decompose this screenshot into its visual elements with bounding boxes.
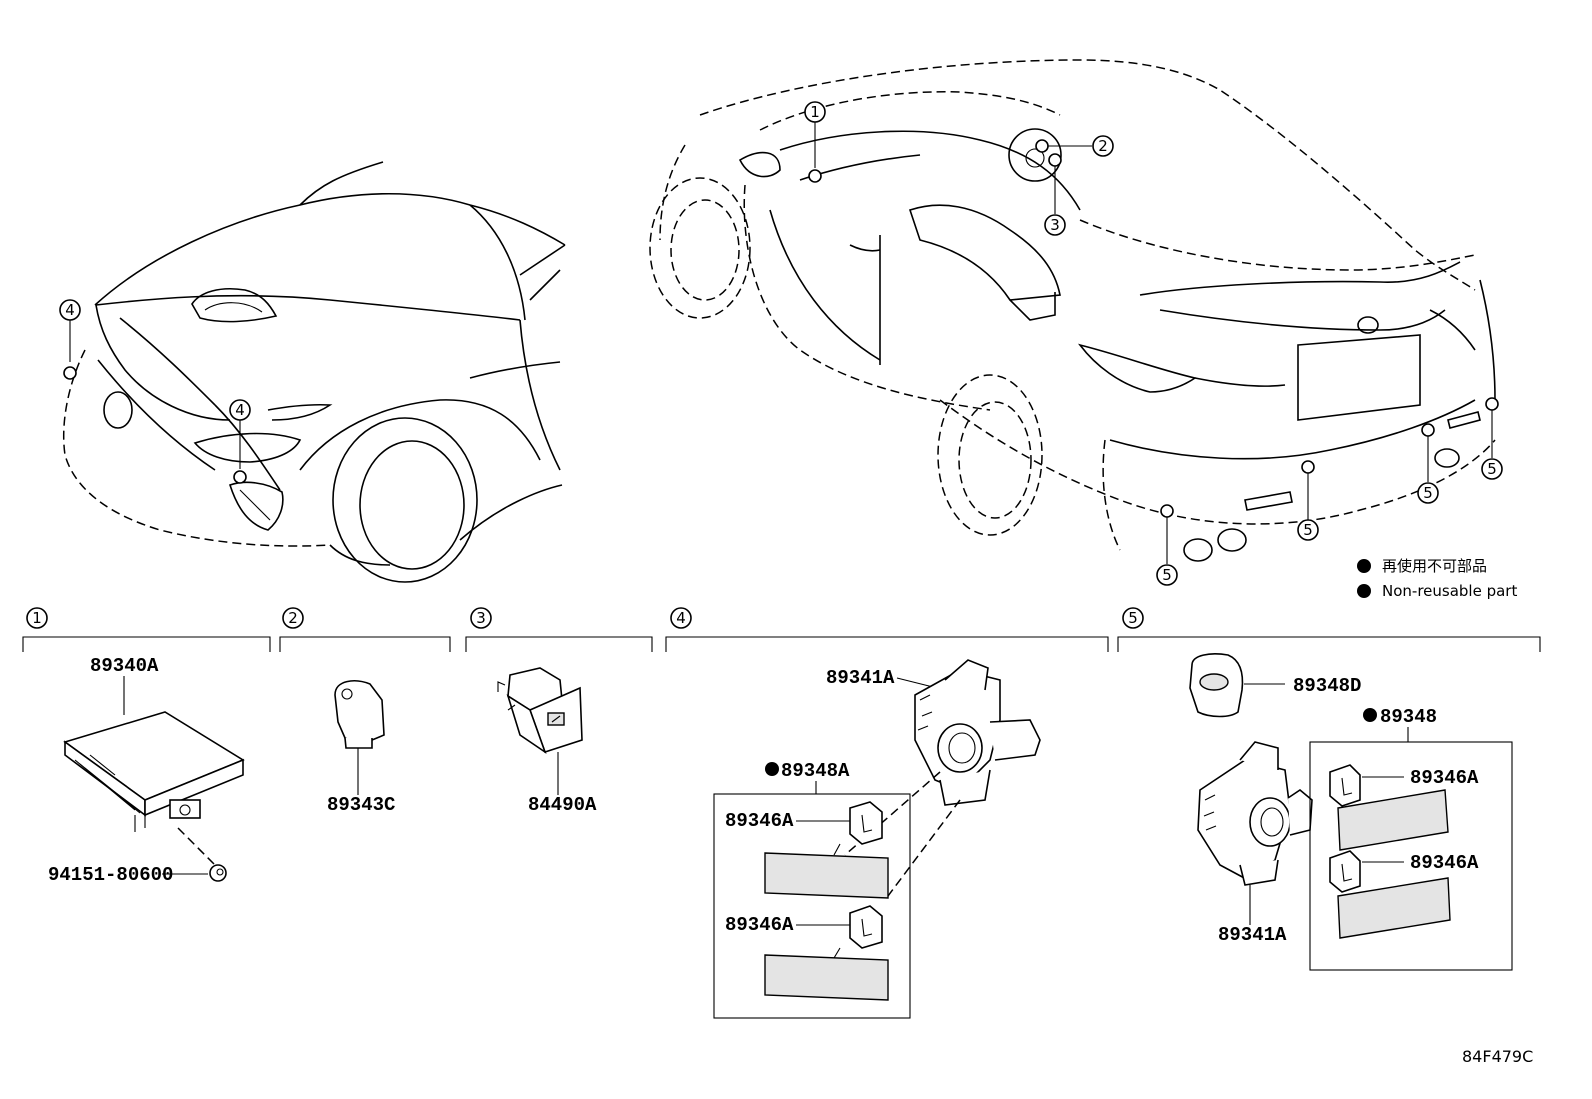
- part-number: 89340A: [90, 655, 159, 677]
- part-89341A-rear-sensor: 89341A: [1197, 741, 1313, 946]
- part-number: 89348A: [781, 760, 850, 782]
- callout-4-front-left: 4: [59, 299, 81, 380]
- callout-5-rear-b: 5: [1297, 460, 1319, 541]
- section-header-3: 3: [465, 607, 653, 652]
- part-89348A-kit: 89348A 89346A 89346A: [713, 760, 911, 1019]
- svg-text:3: 3: [476, 609, 486, 627]
- callout-1-controller: 1: [804, 101, 826, 183]
- part-89348-kit: 89348 89346A 89346A: [1309, 706, 1513, 971]
- svg-text:1: 1: [32, 609, 42, 627]
- part-number: 89346A: [725, 810, 794, 832]
- callout-number: 2: [1098, 137, 1108, 155]
- part-number: 89346A: [725, 914, 794, 936]
- rear-car-illustration: [649, 59, 1496, 562]
- svg-text:2: 2: [288, 609, 298, 627]
- diagram-code: 84F479C: [1462, 1047, 1533, 1066]
- part-number: 89341A: [1218, 924, 1287, 946]
- section-header-4: 4: [665, 607, 1109, 652]
- part-84490A-switch: 84490A: [497, 667, 597, 816]
- callout-5-rear-c: 5: [1417, 423, 1439, 504]
- callout-number: 1: [810, 103, 820, 121]
- callout-number: 3: [1050, 216, 1060, 234]
- callout-number: 5: [1423, 484, 1433, 502]
- legend: 再使用不可部品 Non-reusable part: [1357, 557, 1517, 600]
- callout-number: 5: [1162, 566, 1172, 584]
- part-89343C-buzzer: 89343C: [327, 680, 395, 816]
- callout-5-rear-d: 5: [1481, 397, 1503, 480]
- callout-number: 4: [65, 301, 75, 319]
- part-number: 94151-80600: [48, 864, 173, 886]
- non-reusable-icon: [1363, 708, 1377, 722]
- callout-5-rear-a: 5: [1156, 504, 1178, 586]
- non-reusable-icon: [1357, 559, 1371, 573]
- svg-text:5: 5: [1128, 609, 1138, 627]
- callout-number: 5: [1303, 521, 1313, 539]
- callout-4-front-center: 4: [229, 399, 251, 484]
- callout-number: 4: [235, 401, 245, 419]
- svg-text:4: 4: [676, 609, 686, 627]
- callout-3-switch: 3: [1044, 153, 1066, 236]
- callout-number: 5: [1487, 460, 1497, 478]
- front-car-illustration: [62, 161, 566, 583]
- legend-jp: 再使用不可部品: [1382, 557, 1487, 575]
- part-number: 84490A: [528, 794, 597, 816]
- part-89341A-front-sensor: 89341A: [826, 659, 1041, 901]
- callout-2-buzzer: 2: [1035, 135, 1114, 157]
- section-header-2: 2: [279, 607, 451, 652]
- part-number: 89343C: [327, 794, 395, 816]
- section-header-1: 1: [22, 607, 271, 652]
- part-number: 89346A: [1410, 852, 1479, 874]
- part-number: 89348: [1380, 706, 1437, 728]
- part-89348D-cover: 89348D: [1189, 653, 1361, 718]
- part-89340A-controller: 89340A: [63, 655, 245, 865]
- part-number: 89346A: [1410, 767, 1479, 789]
- part-number: 89348D: [1293, 675, 1361, 697]
- non-reusable-icon: [765, 762, 779, 776]
- part-94151-80600-clip: 94151-80600: [48, 864, 227, 886]
- section-header-5: 5: [1117, 607, 1541, 652]
- legend-en: Non-reusable part: [1382, 582, 1517, 600]
- non-reusable-icon: [1357, 584, 1371, 598]
- part-number: 89341A: [826, 667, 895, 689]
